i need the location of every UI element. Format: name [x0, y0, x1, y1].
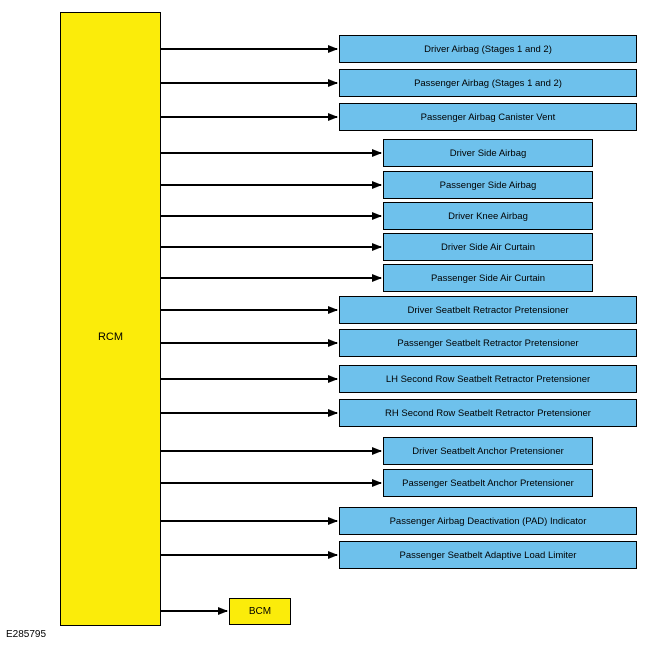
output-box: Passenger Side Air Curtain [383, 264, 593, 292]
rcm-label: RCM [97, 331, 124, 343]
output-box: Passenger Airbag Canister Vent [339, 103, 637, 131]
output-box: Driver Airbag (Stages 1 and 2) [339, 35, 637, 63]
figure-id: E285795 [6, 629, 47, 640]
output-box: Driver Side Airbag [383, 139, 593, 167]
output-box: Driver Seatbelt Retractor Pretensioner [339, 296, 637, 324]
output-box: Passenger Airbag Deactivation (PAD) Indi… [339, 507, 637, 535]
output-box: Passenger Seatbelt Retractor Pretensione… [339, 329, 637, 357]
output-box: Driver Side Air Curtain [383, 233, 593, 261]
output-box: Driver Knee Airbag [383, 202, 593, 230]
output-box: RH Second Row Seatbelt Retractor Pretens… [339, 399, 637, 427]
rcm-module: RCM [60, 12, 161, 626]
output-box: Passenger Seatbelt Adaptive Load Limiter [339, 541, 637, 569]
output-box: Passenger Seatbelt Anchor Pretensioner [383, 469, 593, 497]
output-box: Passenger Side Airbag [383, 171, 593, 199]
output-box: Passenger Airbag (Stages 1 and 2) [339, 69, 637, 97]
bcm-module: BCM [229, 598, 291, 625]
output-box: Driver Seatbelt Anchor Pretensioner [383, 437, 593, 465]
output-box: LH Second Row Seatbelt Retractor Pretens… [339, 365, 637, 393]
